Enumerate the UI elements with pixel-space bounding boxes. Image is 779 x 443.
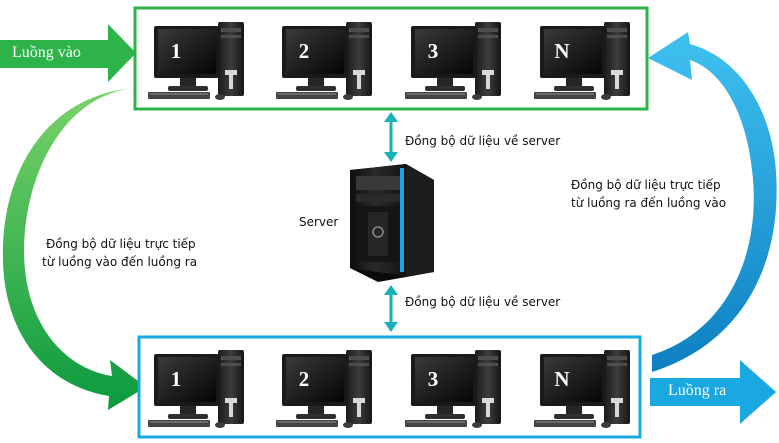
bottom-computer-3: 3 bbox=[405, 350, 501, 428]
right-arc-label-line-1: Đồng bộ dữ liệu trực tiếp bbox=[571, 178, 721, 192]
bottom-computer-1: 1 bbox=[148, 350, 244, 428]
left-arc-label-line-2: từ luồng vào đến luồng ra bbox=[42, 255, 198, 269]
top-computer-n: N bbox=[534, 22, 630, 100]
top-sync-link bbox=[384, 112, 398, 162]
left-sync-arc bbox=[2, 88, 147, 410]
top-computer-1: 1 bbox=[148, 22, 244, 100]
bottom-computer-n: N bbox=[534, 350, 630, 428]
computer-label: 2 bbox=[299, 39, 310, 63]
sync-top-label: Đồng bộ dữ liệu về server bbox=[405, 134, 561, 148]
computer-label: 3 bbox=[428, 39, 439, 63]
left-arc-label-line-1: Đồng bộ dữ liệu trực tiếp bbox=[46, 237, 196, 251]
inflow-arrow bbox=[0, 24, 136, 82]
bottom-computer-2: 2 bbox=[276, 350, 372, 428]
server-label: Server bbox=[299, 215, 339, 229]
outflow-arrow bbox=[650, 360, 776, 424]
right-sync-arc bbox=[648, 32, 777, 372]
computer-label: 2 bbox=[299, 367, 310, 391]
computer-label: 1 bbox=[171, 367, 182, 391]
inflow-label: Luồng vào bbox=[12, 44, 81, 61]
top-computer-2: 2 bbox=[276, 22, 372, 100]
sync-bottom-label: Đồng bộ dữ liệu về server bbox=[405, 295, 561, 309]
server-tower bbox=[350, 164, 434, 282]
outflow-label: Luồng ra bbox=[668, 382, 727, 399]
computer-label: N bbox=[554, 367, 569, 391]
computer-label: N bbox=[554, 39, 569, 63]
right-arc-label-line-2: từ luồng ra đến luồng vào bbox=[571, 196, 727, 210]
computer-label: 1 bbox=[171, 39, 182, 63]
computer-label: 3 bbox=[428, 367, 439, 391]
top-computer-3: 3 bbox=[405, 22, 501, 100]
bottom-sync-link bbox=[384, 285, 398, 332]
